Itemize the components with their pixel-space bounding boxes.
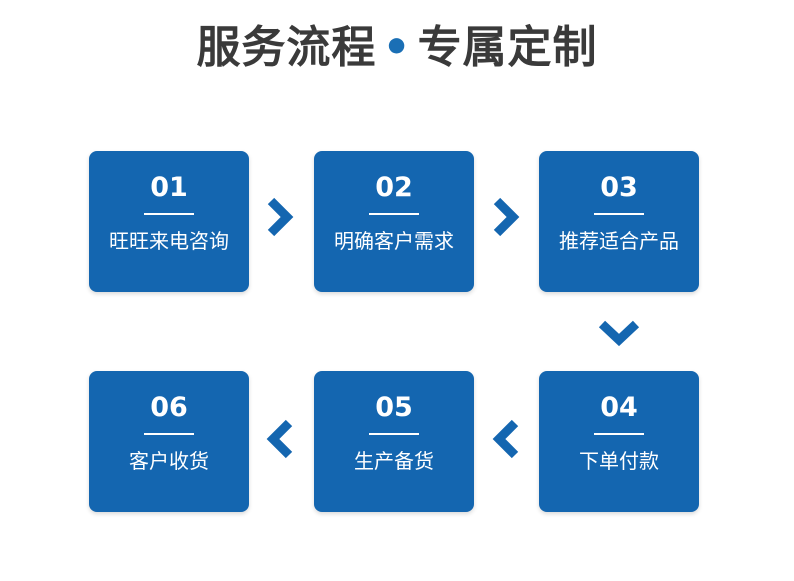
title-left: 服务流程 <box>196 22 377 73</box>
step-label: 明确客户需求 <box>334 229 454 253</box>
step-01-box: 01 旺旺来电咨询 <box>89 151 249 292</box>
step-divider <box>144 213 194 215</box>
step-label: 推荐适合产品 <box>559 229 679 253</box>
page-title: 服务流程•专属定制 <box>0 18 794 78</box>
step-divider <box>594 433 644 435</box>
step-divider <box>369 213 419 215</box>
step-03-box: 03 推荐适合产品 <box>539 151 699 292</box>
chevron-left-icon <box>266 419 293 459</box>
step-02-box: 02 明确客户需求 <box>314 151 474 292</box>
chevron-right-icon <box>267 197 294 237</box>
step-divider <box>369 433 419 435</box>
step-number: 03 <box>600 172 638 203</box>
step-label: 下单付款 <box>579 449 659 473</box>
step-number: 06 <box>150 392 188 423</box>
step-04-box: 04 下单付款 <box>539 371 699 512</box>
step-divider <box>144 433 194 435</box>
title-right: 专属定制 <box>417 22 598 73</box>
step-number: 04 <box>600 392 638 423</box>
step-number: 02 <box>375 172 413 203</box>
title-separator: • <box>382 22 412 73</box>
step-label: 生产备货 <box>354 449 434 473</box>
step-number: 05 <box>375 392 413 423</box>
step-divider <box>594 213 644 215</box>
step-05-box: 05 生产备货 <box>314 371 474 512</box>
step-06-box: 06 客户收货 <box>89 371 249 512</box>
chevron-left-icon <box>492 419 519 459</box>
step-label: 旺旺来电咨询 <box>109 229 229 253</box>
step-label: 客户收货 <box>129 449 209 473</box>
chevron-right-icon <box>493 197 520 237</box>
chevron-down-icon <box>598 320 640 347</box>
step-number: 01 <box>150 172 188 203</box>
